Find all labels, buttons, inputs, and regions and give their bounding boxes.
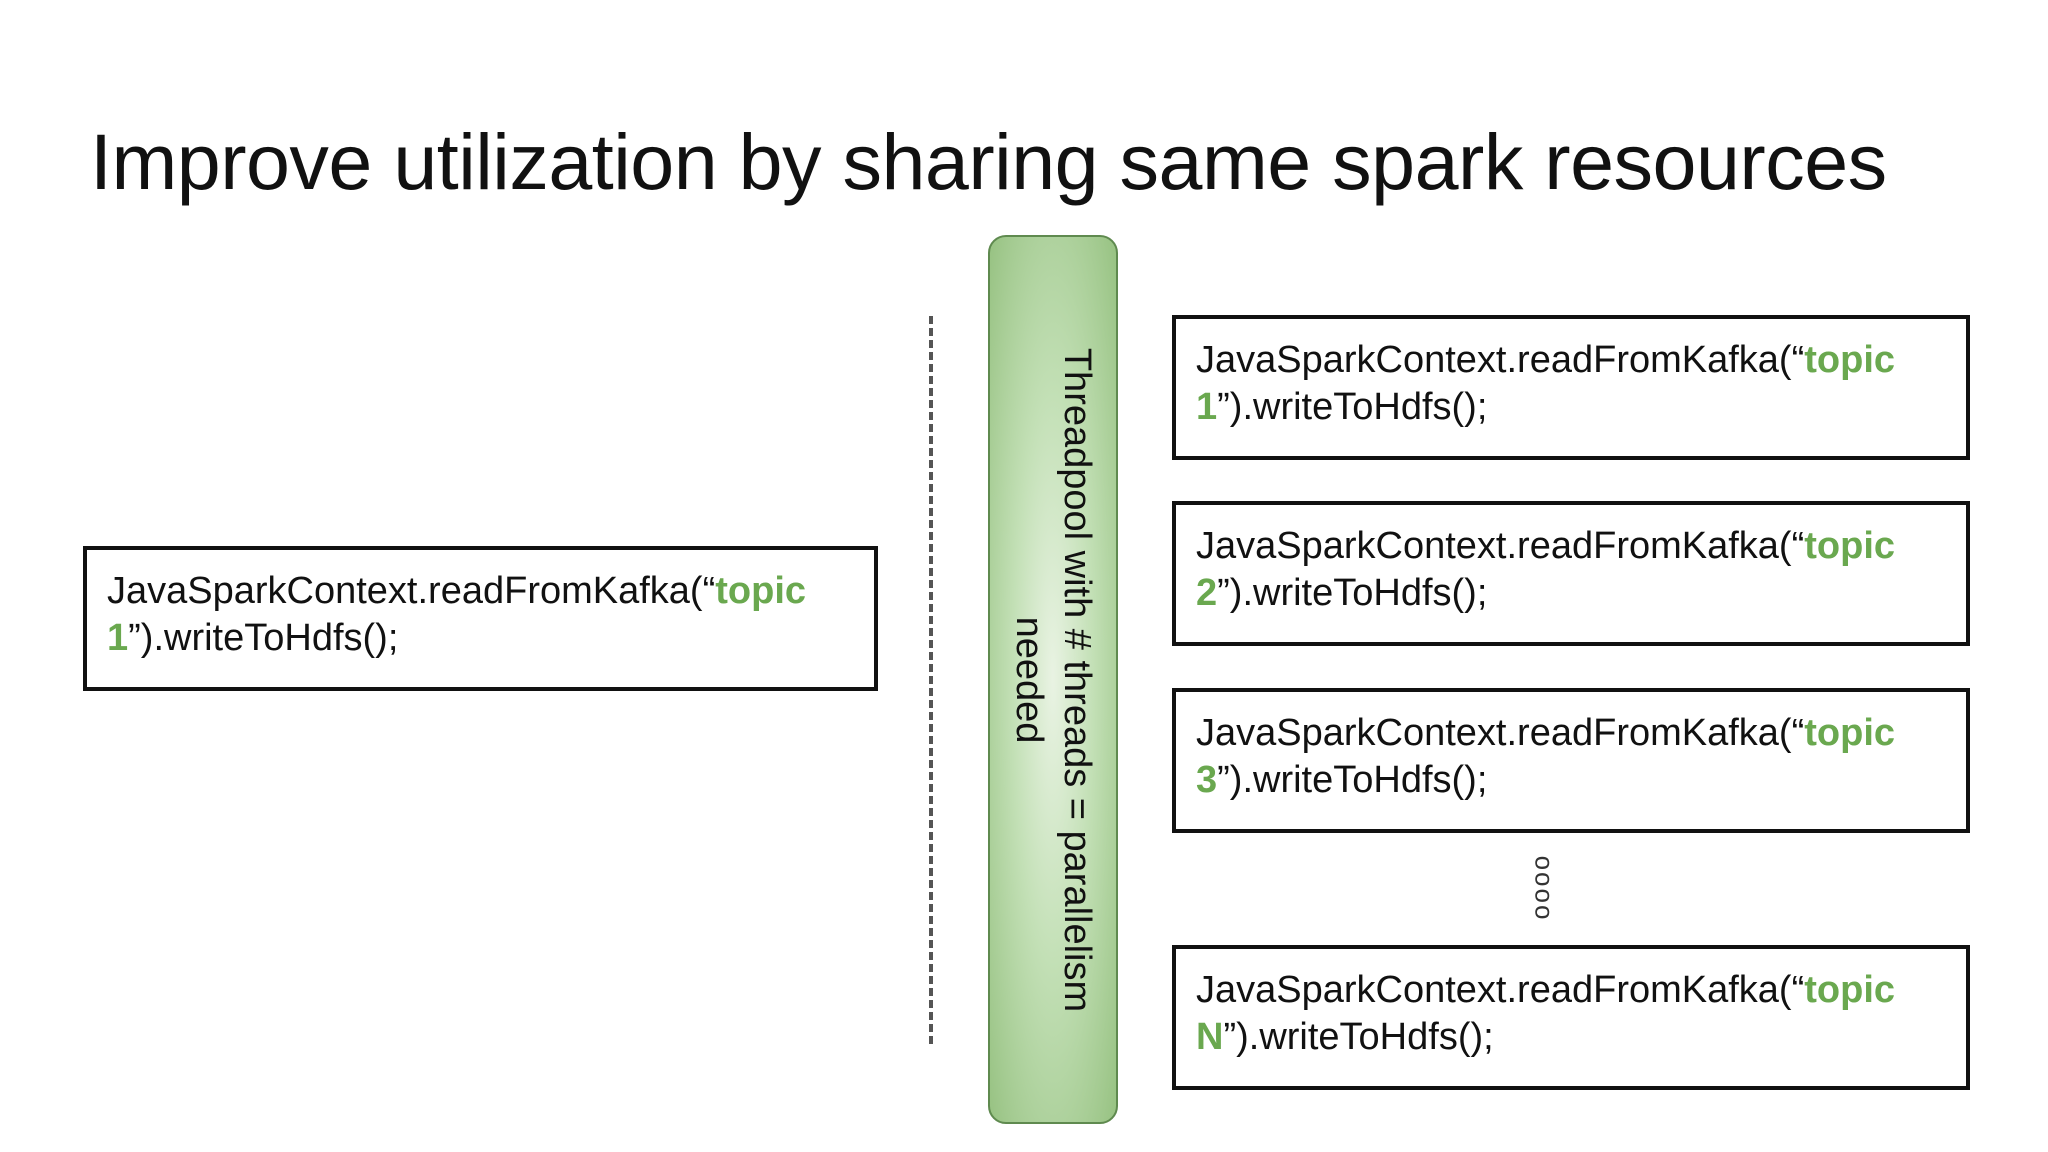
single-job-code-box: JavaSparkContext.readFromKafka(“topic 1”)… (83, 546, 878, 691)
code-prefix: JavaSparkContext.readFromKafka(“ (1196, 525, 1805, 567)
code-suffix: ”).writeToHdfs(); (1223, 1016, 1494, 1058)
topic-word: topic (1804, 712, 1896, 754)
topic-word: topic (1804, 339, 1896, 381)
threadpool-bar: Threadpool with # threads = parallelism … (988, 235, 1118, 1124)
threadpool-label: Threadpool with # threads = parallelism … (1008, 347, 1098, 1012)
code-suffix: ”).writeToHdfs(); (1217, 386, 1488, 428)
code-suffix: ”).writeToHdfs(); (128, 617, 399, 659)
shared-job-code-box-3: JavaSparkContext.readFromKafka(“topic 3”)… (1172, 688, 1970, 833)
shared-job-code-box-2: JavaSparkContext.readFromKafka(“topic 2”)… (1172, 501, 1970, 646)
code-prefix: JavaSparkContext.readFromKafka(“ (107, 570, 716, 612)
topic-word: topic (715, 570, 807, 612)
slide-title: Improve utilization by sharing same spar… (90, 117, 1887, 206)
topic-id: 3 (1196, 759, 1218, 801)
code-prefix: JavaSparkContext.readFromKafka(“ (1196, 969, 1805, 1011)
topic-id: 1 (107, 617, 129, 659)
topic-word: topic (1804, 969, 1896, 1011)
shared-job-code-box-1: JavaSparkContext.readFromKafka(“topic 1”)… (1172, 315, 1970, 460)
code-prefix: JavaSparkContext.readFromKafka(“ (1196, 712, 1805, 754)
topic-id: N (1196, 1016, 1224, 1058)
topic-id: 1 (1196, 386, 1218, 428)
code-suffix: ”).writeToHdfs(); (1217, 572, 1488, 614)
code-suffix: ”).writeToHdfs(); (1217, 759, 1488, 801)
topic-id: 2 (1196, 572, 1218, 614)
topic-word: topic (1804, 525, 1896, 567)
dashed-divider (929, 316, 933, 1044)
code-prefix: JavaSparkContext.readFromKafka(“ (1196, 339, 1805, 381)
ellipsis-text: oooo (1529, 855, 1560, 922)
